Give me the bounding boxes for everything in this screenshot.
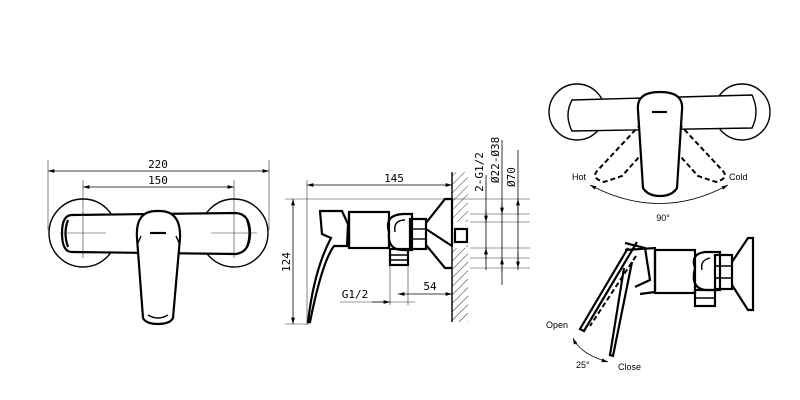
eccentric-range-label: Ø22-Ø38 (489, 137, 502, 183)
temperature-view: Hot Cold 90° (548, 83, 771, 223)
hot-label: Hot (572, 172, 587, 182)
cold-label: Cold (729, 172, 748, 182)
close-label: Close (618, 362, 641, 372)
open-label: Open (546, 320, 568, 330)
overall-width-dimension: 220 (148, 158, 168, 171)
outlet-offset-dimension: 54 (423, 280, 437, 293)
outlet-thread-label: G1/2 (342, 288, 369, 301)
inlet-thread-label: 2-G1/2 (473, 152, 486, 192)
front-view: 220 150 (47, 158, 270, 326)
side-lever (306, 209, 350, 324)
center-distance-dimension: 150 (148, 174, 168, 187)
rotation-angle-label: 90° (656, 213, 670, 223)
lever-angle-label: 25° (576, 360, 590, 370)
depth-dimension: 145 (384, 172, 404, 185)
flange-diameter-label: Ø70 (505, 167, 518, 187)
side-view: 145 124 G1/2 (280, 137, 530, 325)
lever-handle (135, 209, 182, 326)
flow-view: Open Close 25° (546, 236, 755, 372)
height-dimension: 124 (280, 252, 293, 272)
